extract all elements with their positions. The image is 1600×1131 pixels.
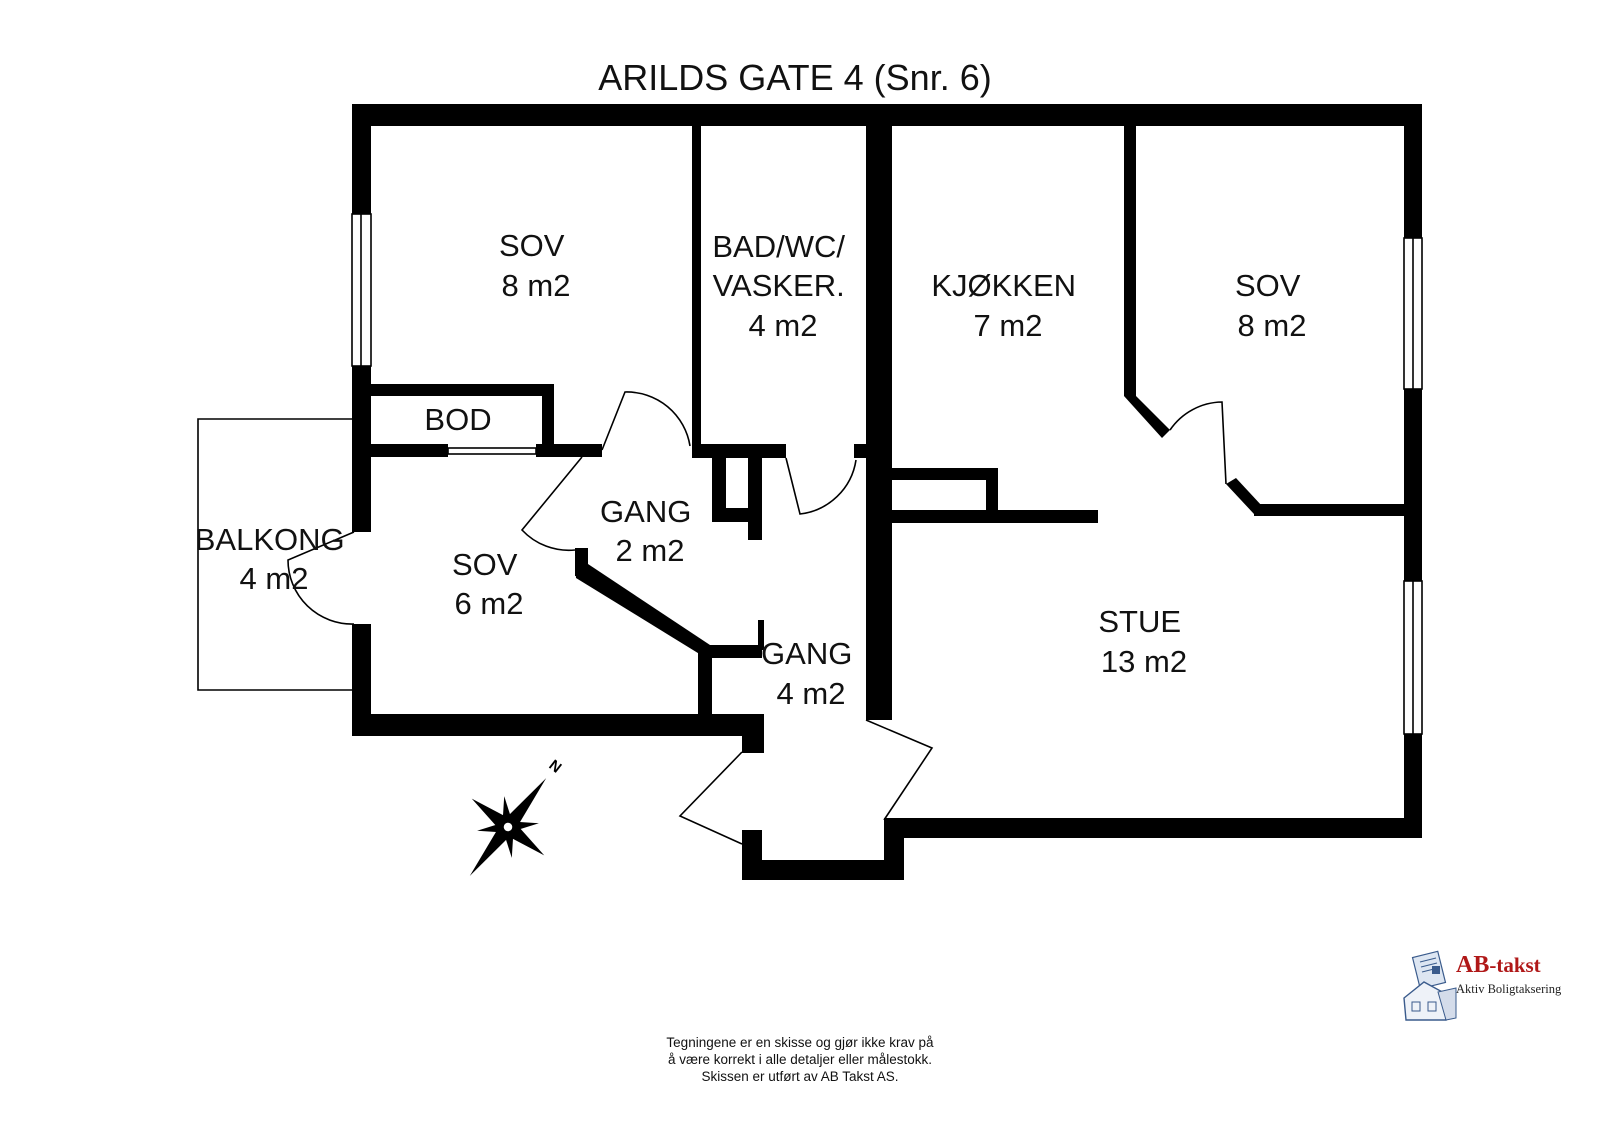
room-label-stue: STUE 13 m2 — [1098, 604, 1189, 679]
ab-takst-logo: AB-takst Aktiv Boligtaksering — [1402, 948, 1562, 1028]
room-label-kjokken: KJØKKEN 7 m2 — [931, 268, 1084, 343]
plan-title: ARILDS GATE 4 (Snr. 6) — [598, 57, 991, 98]
room-label-bad: BAD/WC/ VASKER. 4 m2 — [712, 229, 853, 343]
walls — [352, 104, 1422, 880]
logo-tagline: Aktiv Boligtaksering — [1456, 982, 1562, 996]
room-label-gang-entry: GANG 4 m2 — [761, 636, 861, 711]
disclaimer-line: Skissen er utført av AB Takst AS. — [701, 1069, 899, 1084]
room-label-gang-small: GANG 2 m2 — [600, 494, 700, 568]
doors — [287, 391, 1227, 845]
room-label-bod: BOD — [424, 402, 491, 437]
logo-brand: AB-takst — [1456, 952, 1541, 978]
balcony-outline — [197, 418, 354, 691]
disclaimer: Tegningene er en skisse og gjør ikke kra… — [560, 1034, 1040, 1085]
room-label-balkong: BALKONG 4 m2 — [195, 522, 354, 596]
room-labels: SOV 8 m2 BAD/WC/ VASKER. 4 m2 KJØKKEN 7 … — [195, 228, 1309, 711]
room-label-sov-nw: SOV 8 m2 — [499, 228, 573, 303]
compass-north-label: N — [546, 757, 565, 777]
door-sov-ne — [1169, 401, 1227, 485]
door-entry-right — [865, 719, 934, 821]
disclaimer-line: å være korrekt i alle detaljer eller mål… — [667, 1052, 933, 1067]
bod-door-opening — [447, 447, 537, 455]
room-label-sov-ne: SOV 8 m2 — [1235, 268, 1309, 343]
door-entry-left — [678, 751, 743, 845]
room-label-sov-w: SOV 6 m2 — [452, 547, 526, 621]
door-balcony — [287, 531, 355, 625]
door-bad — [785, 457, 857, 515]
disclaimer-line: Tegningene er en skisse og gjør ikke kra… — [666, 1035, 934, 1050]
windows — [351, 213, 1423, 735]
door-sov-w — [520, 456, 583, 552]
house-logo-icon — [1403, 950, 1457, 1021]
compass-rose-icon: N — [469, 757, 565, 876]
door-sov-nw — [601, 391, 691, 451]
